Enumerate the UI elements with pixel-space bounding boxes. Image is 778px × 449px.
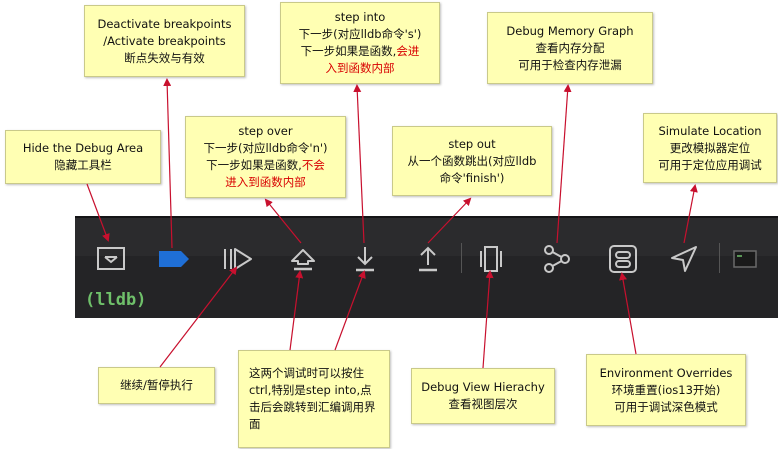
breakpoints-toggle-button[interactable]	[157, 242, 191, 276]
step-over-icon	[291, 249, 315, 271]
toolbar-divider	[461, 243, 462, 273]
note-text: step out	[448, 136, 496, 151]
note-highlight: 不会	[301, 158, 325, 172]
note-text: 从一个函数跳出(对应lldb	[407, 153, 537, 168]
note-highlight: 入到函数内部	[325, 61, 395, 75]
note-step-ctrl: 这两个调试时可以按住ctrl,特别是step into,点击后会跳转到汇编调用界…	[238, 350, 390, 448]
continue-pause-button[interactable]	[220, 242, 254, 276]
console-toggle-button[interactable]	[730, 242, 760, 276]
step-over-button[interactable]	[286, 242, 320, 276]
debug-view-hierarchy-button[interactable]	[474, 242, 508, 276]
step-out-icon	[419, 246, 437, 272]
note-step-into: step into 下一步(对应lldb命令's') 下一步如果是函数,会进 入…	[280, 2, 440, 84]
note-continue-pause: 继续/暂停执行	[98, 367, 215, 404]
note-step-over: step over 下一步(对应lldb命令'n') 下一步如果是函数,不会 进…	[185, 116, 346, 198]
note-text: 下一步(对应lldb命令'n')	[203, 141, 328, 155]
note-text: step over	[238, 124, 293, 138]
debug-memory-graph-button[interactable]	[540, 242, 574, 276]
note-text: step into	[334, 10, 386, 24]
note-text: 查看内存分配	[535, 40, 605, 55]
note-text: 命令'finish')	[439, 170, 505, 185]
note-text: 可用于调试深色模式	[614, 399, 718, 414]
note-text: 下一步如果是函数,	[300, 44, 397, 58]
note-text: Simulate Location	[658, 123, 762, 138]
toolbar-divider	[719, 243, 720, 273]
note-text: 隐藏工具栏	[54, 158, 112, 172]
note-highlight: 会进	[396, 44, 420, 58]
note-memory-graph: Debug Memory Graph 查看内存分配 可用于检查内存泄漏	[487, 12, 653, 84]
note-text: Environment Overrides	[599, 365, 733, 380]
note-text: Hide the Debug Area	[22, 141, 144, 155]
continue-pause-icon	[224, 248, 252, 270]
note-text: 这两个调试时可以按住ctrl,特别是step into,点击后会跳转到汇编调用界…	[249, 366, 376, 431]
note-breakpoints: Deactivate breakpoints /Activate breakpo…	[84, 5, 245, 77]
note-step-out: step out 从一个函数跳出(对应lldb 命令'finish')	[392, 126, 552, 196]
note-text: 下一步(对应lldb命令's')	[298, 27, 422, 41]
note-text: Debug View Hierachy	[421, 380, 545, 394]
console-toggle-icon	[733, 250, 757, 268]
note-text: 更改模拟器定位	[669, 140, 751, 155]
breakpoints-toggle-icon	[159, 251, 189, 267]
debug-memory-graph-icon	[544, 245, 570, 273]
simulate-location-button[interactable]	[667, 242, 701, 276]
note-view-hierarchy: Debug View Hierachy 查看视图层次	[411, 368, 555, 424]
note-text: 继续/暂停执行	[120, 378, 193, 392]
note-highlight: 进入到函数内部	[225, 175, 306, 189]
note-text: 可用于定位应用调试	[658, 157, 762, 172]
note-text: 查看视图层次	[448, 397, 518, 411]
note-text: 可用于检查内存泄漏	[518, 57, 622, 72]
note-text: /Activate breakpoints	[103, 33, 226, 48]
step-into-button[interactable]	[348, 242, 382, 276]
note-text: 下一步如果是函数,	[206, 158, 302, 172]
hide-debug-area-icon	[97, 247, 125, 270]
note-simulate-location: Simulate Location 更改模拟器定位 可用于定位应用调试	[643, 113, 777, 183]
environment-overrides-icon	[609, 245, 637, 273]
hide-debug-area-button[interactable]	[94, 242, 128, 276]
note-text: 环境重置(ios13开始)	[611, 382, 721, 397]
note-environment-overrides: Environment Overrides 环境重置(ios13开始) 可用于调…	[586, 354, 746, 426]
note-text: 断点失效与有效	[124, 50, 205, 65]
step-into-icon	[356, 247, 374, 272]
note-text: Deactivate breakpoints	[97, 16, 232, 31]
lldb-prompt: (lldb)	[85, 290, 147, 310]
debug-view-hierarchy-icon	[480, 246, 502, 272]
note-text: Debug Memory Graph	[506, 23, 634, 38]
note-hide-debug-area: Hide the Debug Area 隐藏工具栏	[5, 130, 161, 184]
simulate-location-icon	[671, 246, 697, 272]
step-out-button[interactable]	[411, 242, 445, 276]
environment-overrides-button[interactable]	[606, 242, 640, 276]
